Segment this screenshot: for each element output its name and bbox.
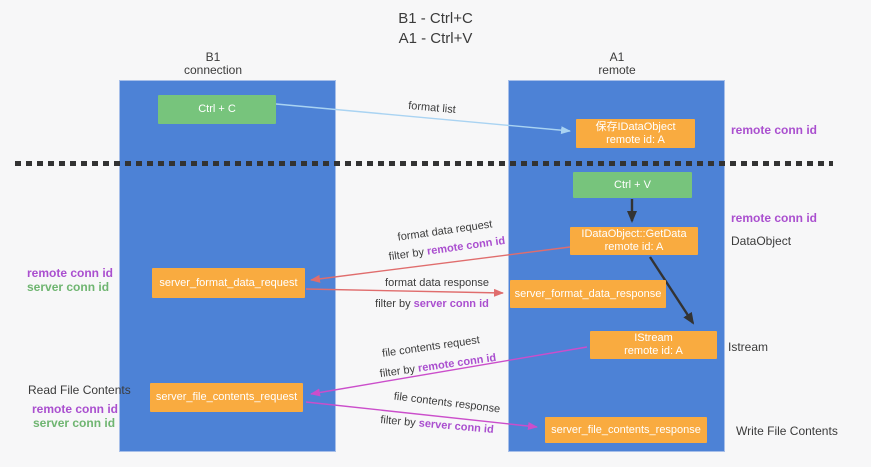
title-line-1: B1 - Ctrl+C (398, 10, 473, 27)
label-read-file-contents: Read File Contents (28, 383, 131, 397)
node-server-file-contents-response: server_file_contents_response (545, 417, 707, 443)
node-istream: IStream remote id: A (590, 331, 717, 359)
label-remote-conn-id-right-1: remote conn id (731, 123, 818, 137)
arrow-file-contents-request (310, 346, 588, 397)
save-dataobject-line2: remote id: A (606, 133, 665, 146)
getdata-line2: remote id: A (604, 241, 664, 253)
istream-line1: IStream (634, 332, 673, 344)
arrow-format-list (275, 103, 571, 135)
label-remote-conn-id-left-2: remote conn id (32, 402, 119, 416)
lifeline-b1-subtitle: connection (183, 63, 243, 77)
node-ctrl-c: Ctrl + C (158, 95, 276, 124)
label-write-file-contents: Write File Contents (736, 424, 838, 438)
istream-line2: remote id: A (624, 345, 683, 357)
node-server-format-data-request: server_format_data_request (152, 268, 305, 298)
server-format-data-response-label: server_format_data_response (514, 287, 662, 300)
lifeline-b1-title: B1 (205, 50, 221, 64)
arrow-file-contents-response (305, 401, 538, 431)
server-conn-id-text: server conn id (413, 298, 489, 310)
node-ctrl-v: Ctrl + V (573, 172, 692, 198)
label-filter-by-server-1: filter by server conn id (375, 298, 489, 310)
title-line-2: A1 - Ctrl+V (398, 30, 473, 47)
filter-by-text: filter by (375, 298, 411, 310)
save-dataobject-line1: 保存IDataObject (595, 120, 676, 133)
label-remote-conn-id-right-2: remote conn id (731, 211, 818, 225)
ctrl-v-label: Ctrl + V (614, 178, 651, 191)
server-file-contents-request-label: server_file_contents_request (155, 391, 298, 403)
label-remote-conn-id-left-1: remote conn id (27, 266, 114, 280)
label-dataobject: DataObject (731, 234, 792, 248)
lifeline-header-b1: B1 connection (133, 51, 293, 77)
server-format-data-request-label: server_format_data_request (159, 276, 298, 289)
node-save-dataobject: 保存IDataObject remote id: A (576, 119, 695, 148)
lifeline-header-a1: A1 remote (537, 51, 697, 77)
node-server-format-data-response: server_format_data_response (510, 280, 666, 308)
node-getdata: IDataObject::GetData remote id: A (570, 227, 698, 255)
arrow-format-data-request (310, 246, 571, 283)
server-file-contents-response-label: server_file_contents_response (551, 423, 701, 436)
label-format-data-response: format data response (385, 277, 489, 289)
label-server-conn-id-left-2: server conn id (33, 416, 116, 430)
ctrl-c-label: Ctrl + C (198, 103, 236, 115)
arrow-getdata-to-istream (648, 256, 695, 325)
page-title: B1 - Ctrl+C A1 - Ctrl+V (0, 9, 871, 49)
arrow-format-data-response (305, 288, 504, 297)
getdata-line1: IDataObject::GetData (581, 228, 687, 240)
label-server-conn-id-left-1: server conn id (27, 280, 110, 294)
lifeline-a1-title: A1 (609, 50, 625, 64)
label-istream: Istream (728, 340, 769, 354)
lifeline-a1-subtitle: remote (598, 63, 636, 77)
node-server-file-contents-request: server_file_contents_request (150, 383, 303, 412)
phase-divider-dashed-line (15, 161, 833, 166)
